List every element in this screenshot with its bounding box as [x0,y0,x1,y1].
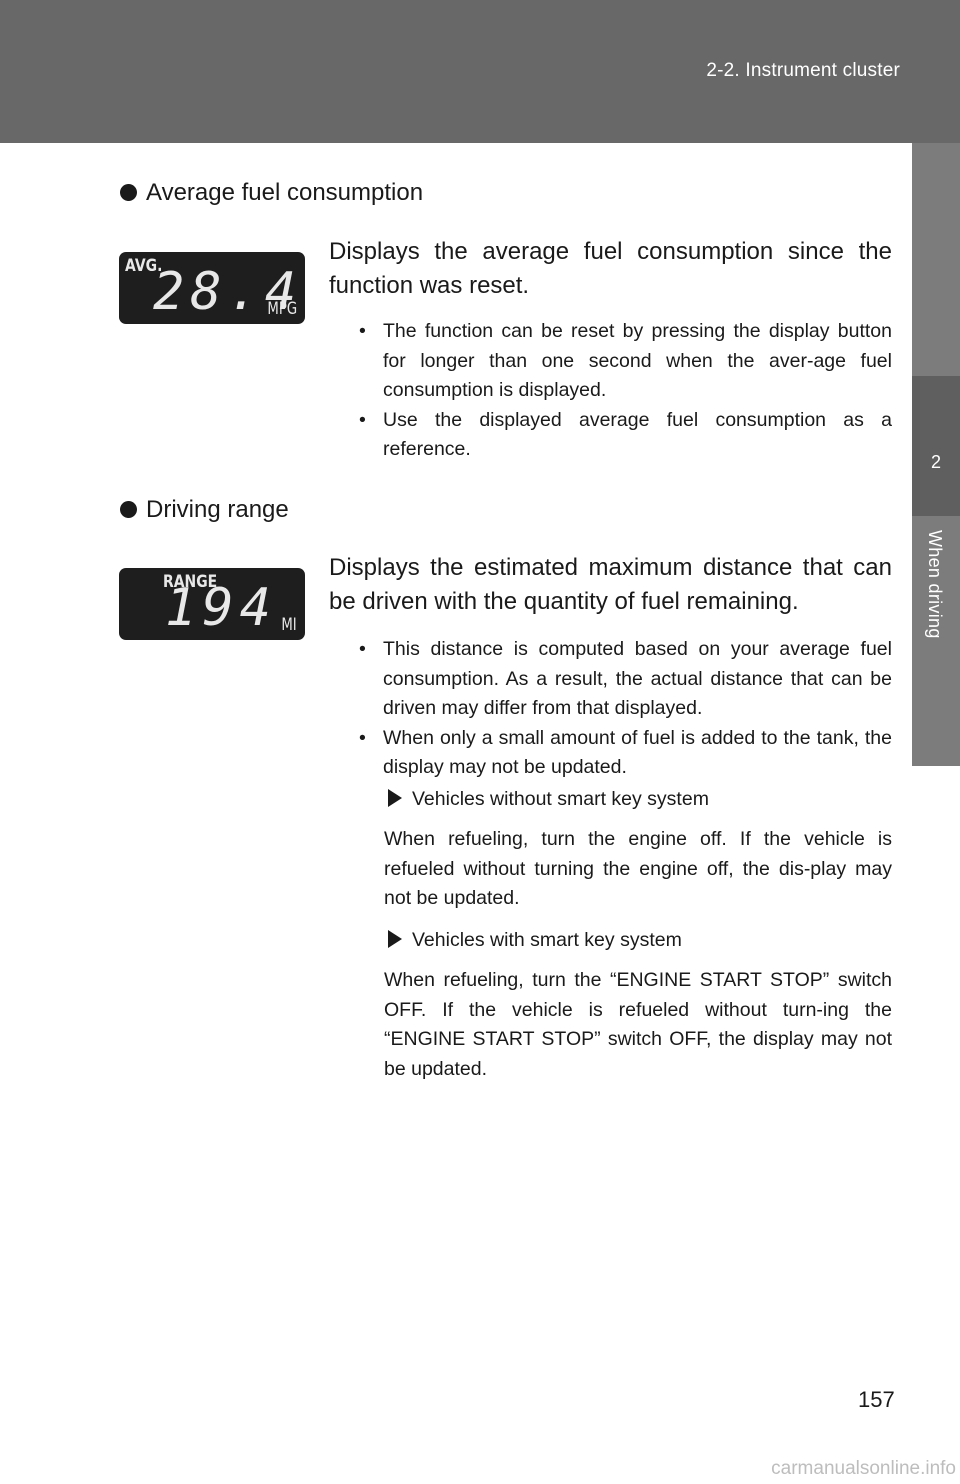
header-section-title: 2-2. Instrument cluster [706,60,900,81]
lcd-unit: MI [281,615,297,635]
watermark: carmanualsonline.info [771,1458,956,1479]
section-lead-text: Displays the estimated maximum distance … [329,554,892,615]
list-item: Use the displayed average fuel consumpti… [355,406,892,465]
triangle-pointer-icon [388,930,402,948]
page-number: 157 [858,1387,895,1412]
side-tab-number: 2 [930,452,941,472]
subsection-heading-text: Vehicles without smart key system [412,788,709,810]
subsection-text: When refueling, turn the engine off. If … [384,828,892,909]
lcd-label: AVG. [125,256,163,276]
subsection-heading-without-smart-key: Vehicles without smart key system [384,788,709,811]
subsection-heading-with-smart-key: Vehicles with smart key system [384,929,682,952]
side-tab-lower-block: When driving [912,516,960,766]
list-item: The function can be reset by pressing th… [355,317,892,406]
section-heading-driving-range: Driving range [120,496,289,524]
side-tab-chapter: 2 [912,376,960,516]
list-item: When only a small amount of fuel is adde… [355,724,892,783]
section-heading-text: Driving range [146,496,289,523]
lcd-value: 194 [165,578,277,638]
subsection-heading-text: Vehicles with smart key system [412,929,682,951]
section-heading-average-fuel: Average fuel consumption [120,179,423,207]
bullet-list: This distance is computed based on your … [355,635,892,783]
subsection-text: When refueling, turn the “ENGINE START S… [384,969,892,1080]
lcd-label: RANGE [163,572,218,592]
lcd-unit: MPG [267,299,297,319]
side-tab-upper-block [912,143,960,376]
avg-fuel-display-image: AVG. 28.4 MPG [119,252,305,324]
section-heading-text: Average fuel consumption [146,179,424,206]
driving-range-display-image: RANGE 194 MI [119,568,305,640]
lcd-value: 28.4 [153,262,303,322]
list-item: This distance is computed based on your … [355,635,892,724]
bullet-dot-icon [120,501,137,518]
triangle-pointer-icon [388,789,402,807]
section-lead-text: Displays the average fuel consumption si… [329,238,892,299]
page-header: 2-2. Instrument cluster [0,0,960,143]
bullet-list: The function can be reset by pressing th… [355,317,892,465]
bullet-dot-icon [120,184,137,201]
side-tab-label: When driving [925,530,945,639]
